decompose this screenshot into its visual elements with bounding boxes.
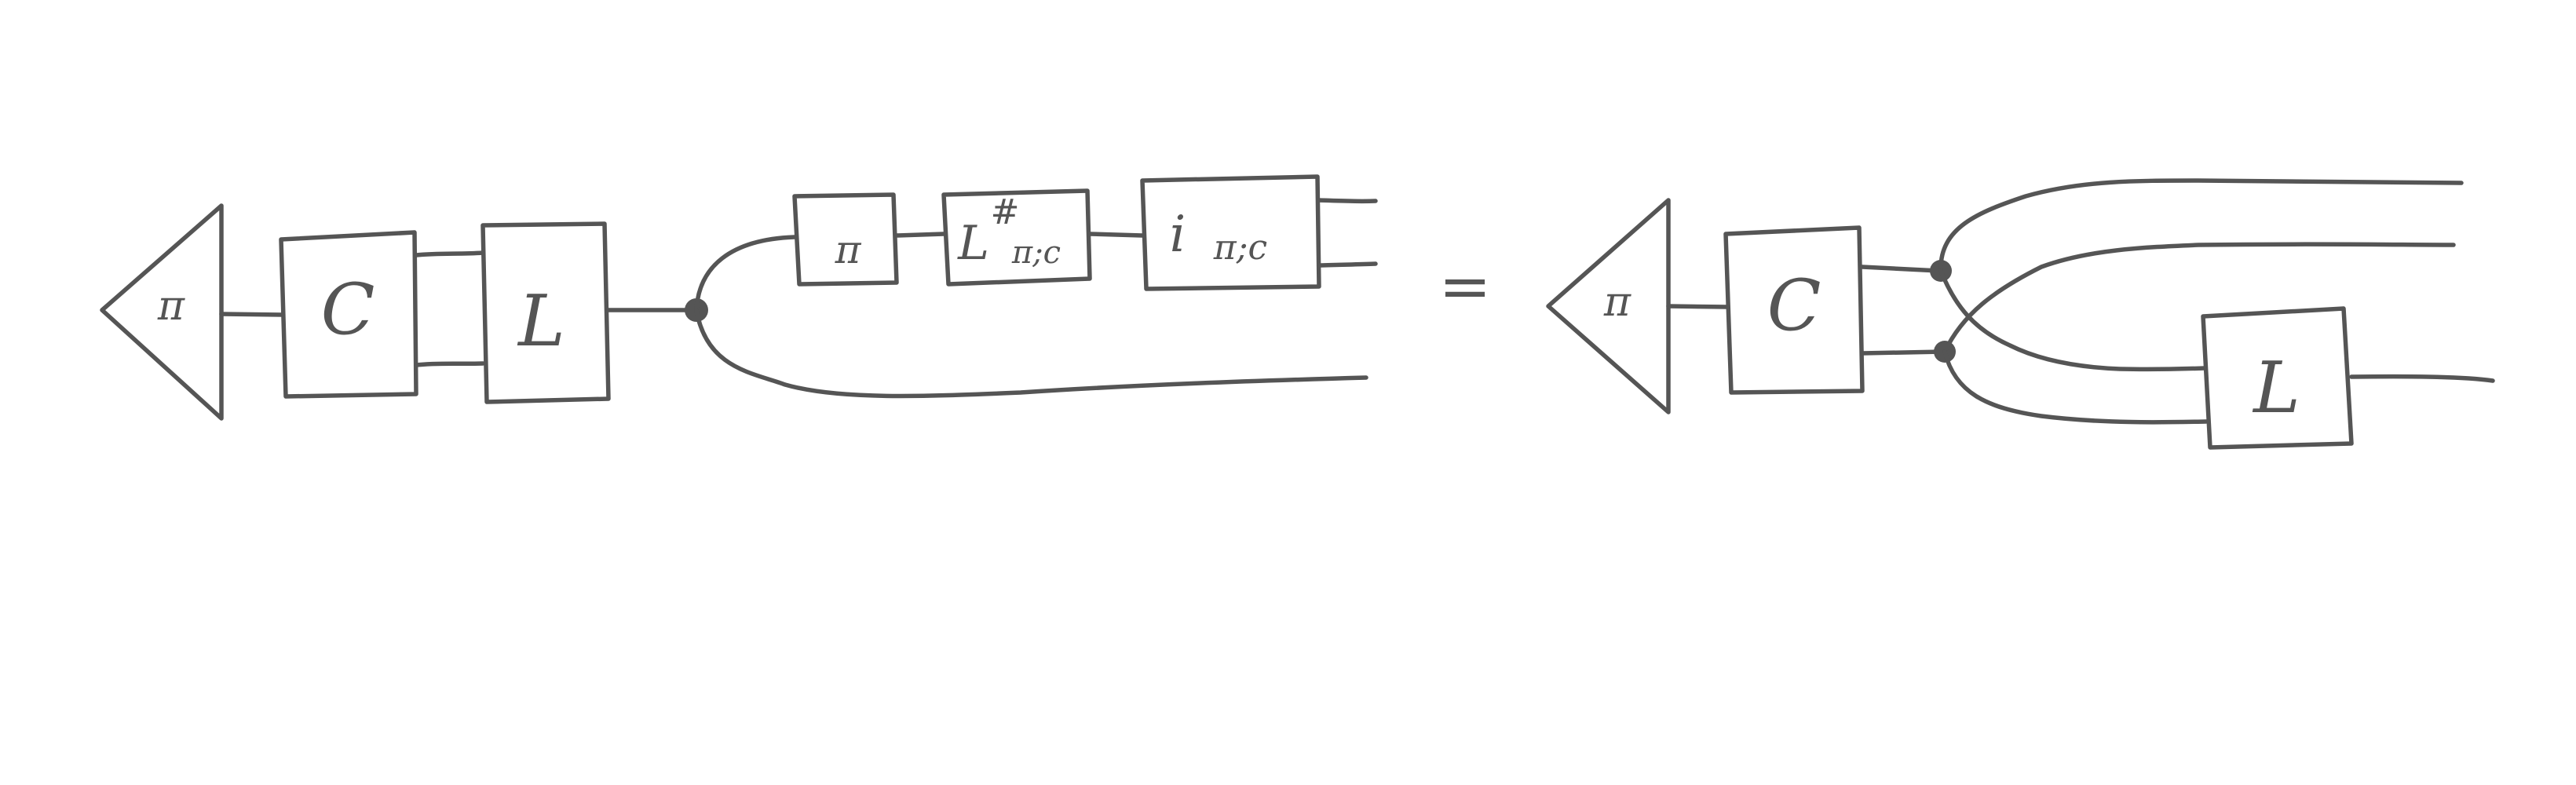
lhs-wire-channel-lens-bottom bbox=[414, 361, 485, 367]
lhs-sharp-mark: # bbox=[991, 192, 1020, 232]
rhs-lens-box bbox=[2201, 306, 2354, 450]
lhs-wire-sharp-i bbox=[1087, 232, 1145, 238]
rhs-diagram: π C L bbox=[1546, 178, 2495, 450]
lhs-lens-label: L bbox=[517, 280, 565, 363]
rhs-wire-lens-output bbox=[2349, 374, 2495, 383]
lhs-diagram: π C L π # L π;c i π;c bbox=[100, 174, 1378, 421]
lhs-i-sub: π;c bbox=[1213, 228, 1267, 268]
lhs-channel-box bbox=[279, 230, 418, 399]
lhs-wire-i-output-bottom bbox=[1317, 261, 1378, 268]
lhs-lens-box bbox=[480, 221, 611, 404]
rhs-wire-top-upper bbox=[1938, 178, 2464, 273]
rhs-wire-channel-copy-bottom bbox=[1860, 349, 1946, 356]
lhs-i-main: i bbox=[1170, 206, 1186, 264]
lhs-wire-state-channel bbox=[219, 312, 285, 317]
lhs-i-box bbox=[1140, 174, 1321, 291]
lhs-wire-copy-pibox bbox=[694, 235, 797, 312]
rhs-wire-bottom-to-lens bbox=[1942, 349, 2209, 425]
lhs-pi-box bbox=[792, 192, 899, 287]
rhs-lens-label: L bbox=[2252, 347, 2300, 429]
lhs-pi-box-label: π bbox=[835, 227, 862, 272]
lhs-state-label: π bbox=[157, 283, 185, 330]
rhs-state-label: π bbox=[1603, 279, 1631, 326]
lhs-wire-i-output-top bbox=[1317, 198, 1378, 204]
lhs-wire-channel-lens-top bbox=[414, 250, 485, 257]
rhs-wire-bottom-upper bbox=[1942, 242, 2456, 354]
rhs-wire-channel-copy-top bbox=[1860, 265, 1942, 273]
lhs-wire-copy-output bbox=[694, 308, 1368, 399]
lhs-channel-label: C bbox=[321, 268, 375, 351]
rhs-channel-box bbox=[1723, 225, 1865, 395]
lhs-sharp-sub: π;c bbox=[1011, 235, 1061, 271]
rhs-wire-top-to-lens bbox=[1938, 268, 2207, 372]
lhs-sharp-box bbox=[941, 188, 1092, 287]
equals-sign: = bbox=[1438, 250, 1491, 323]
rhs-channel-label: C bbox=[1767, 265, 1821, 347]
rhs-wire-state-channel bbox=[1666, 304, 1730, 309]
lhs-wire-pi-sharp bbox=[894, 232, 946, 238]
lhs-sharp-main: L bbox=[957, 216, 989, 271]
